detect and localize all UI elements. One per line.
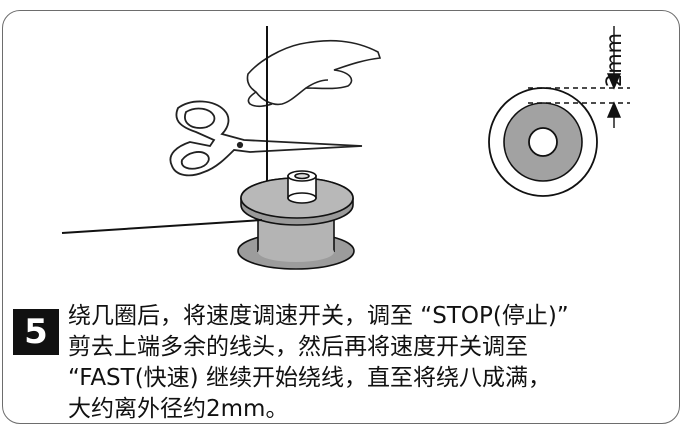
- bobbin-front-view-icon: [488, 87, 598, 197]
- scissors-icon: [169, 100, 363, 177]
- measure-label: 2mm: [602, 32, 626, 88]
- dimension-arrows-icon: [528, 26, 630, 128]
- instruction-line-4: 大约离外径约2mm。: [68, 396, 289, 422]
- instruction-text: 绕几圈后，将速度调速开关，调至 “STOP(停止)” 剪去上端多余的线头，然后再…: [68, 301, 678, 425]
- instruction-line-1: 绕几圈后，将速度调速开关，调至 “STOP(停止)”: [68, 303, 569, 329]
- instruction-line-2: 剪去上端多余的线头，然后再将速度开关调至: [68, 334, 528, 360]
- instruction-line-3: “FAST(快速) 继续开始绕线，直至将绕八成满，: [68, 365, 551, 391]
- hand-icon: [246, 39, 382, 108]
- step-number-badge: 5: [13, 309, 59, 355]
- bobbin-icon: [237, 170, 355, 270]
